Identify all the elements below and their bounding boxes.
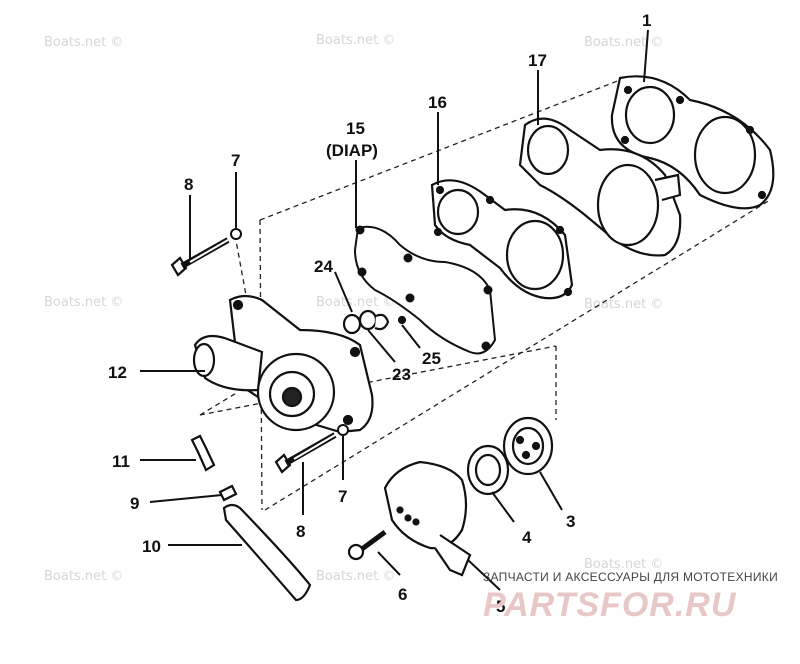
callout-5: 5 <box>496 597 505 616</box>
callout-23: 23 <box>392 365 411 384</box>
callout-6: 6 <box>398 585 407 604</box>
part-16-gasket <box>430 179 574 300</box>
watermark: Boats.net © <box>584 557 663 572</box>
part-1-gasket <box>610 75 775 210</box>
callout-11: 11 <box>112 452 130 471</box>
part-12-pump-body <box>192 294 374 434</box>
part-11-fitting <box>190 434 216 472</box>
callout-15-diap: (DIAP) <box>326 141 378 160</box>
part-10-hose <box>222 503 312 602</box>
leader-lines <box>140 29 649 591</box>
banner-logo: PARTSFOR.RU <box>482 586 737 624</box>
callout-8-lower: 8 <box>296 522 305 541</box>
watermark: Boats.net © <box>44 569 123 584</box>
callout-24: 24 <box>314 257 333 276</box>
part-8-bolt-upper <box>170 237 230 277</box>
watermark: Boats.net © <box>316 569 395 584</box>
watermark: Boats.net © <box>584 35 663 50</box>
callout-8-upper: 8 <box>184 175 193 194</box>
callout-9: 9 <box>130 494 139 513</box>
watermark: Boats.net © <box>44 295 123 310</box>
watermarks: Boats.net © Boats.net © Boats.net © Boat… <box>44 33 663 584</box>
callout-15: 15 <box>346 119 365 138</box>
callout-12: 12 <box>108 363 127 382</box>
site-banner: ЗАПЧАСТИ И АКСЕССУАРЫ ДЛЯ МОТОТЕХНИКИ PA… <box>483 570 778 625</box>
callouts: 1 17 16 15 (DIAP) 7 8 24 23 25 12 11 9 1… <box>108 11 651 616</box>
part-8-bolt-lower <box>274 432 337 474</box>
callout-10: 10 <box>142 537 161 556</box>
part-15-diaphragm <box>353 225 497 355</box>
callout-7-lower: 7 <box>338 487 347 506</box>
watermark: Boats.net © <box>316 295 395 310</box>
part-9-clip <box>218 484 238 502</box>
part-3-valve-plate <box>502 416 554 476</box>
callout-25: 25 <box>422 349 441 368</box>
part-17-spacer <box>518 117 682 257</box>
banner-tagline: ЗАПЧАСТИ И АКСЕССУАРЫ ДЛЯ МОТОТЕХНИКИ <box>482 570 778 584</box>
part-5-cover <box>383 460 472 577</box>
part-6-screw <box>347 529 387 561</box>
parts-23-24-25-valve <box>342 309 407 335</box>
part-7-washer-lower <box>337 424 349 436</box>
watermark: Boats.net © <box>44 35 123 50</box>
callout-4: 4 <box>522 528 532 547</box>
part-4-gasket-ring <box>466 444 510 496</box>
callout-17: 17 <box>528 51 547 70</box>
callout-3: 3 <box>566 512 575 531</box>
callout-7-upper: 7 <box>231 151 240 170</box>
watermark: Boats.net © <box>316 33 395 48</box>
watermark: Boats.net © <box>584 297 663 312</box>
callout-16: 16 <box>428 93 447 112</box>
callout-1: 1 <box>642 11 651 30</box>
part-7-washer-upper <box>230 228 242 240</box>
